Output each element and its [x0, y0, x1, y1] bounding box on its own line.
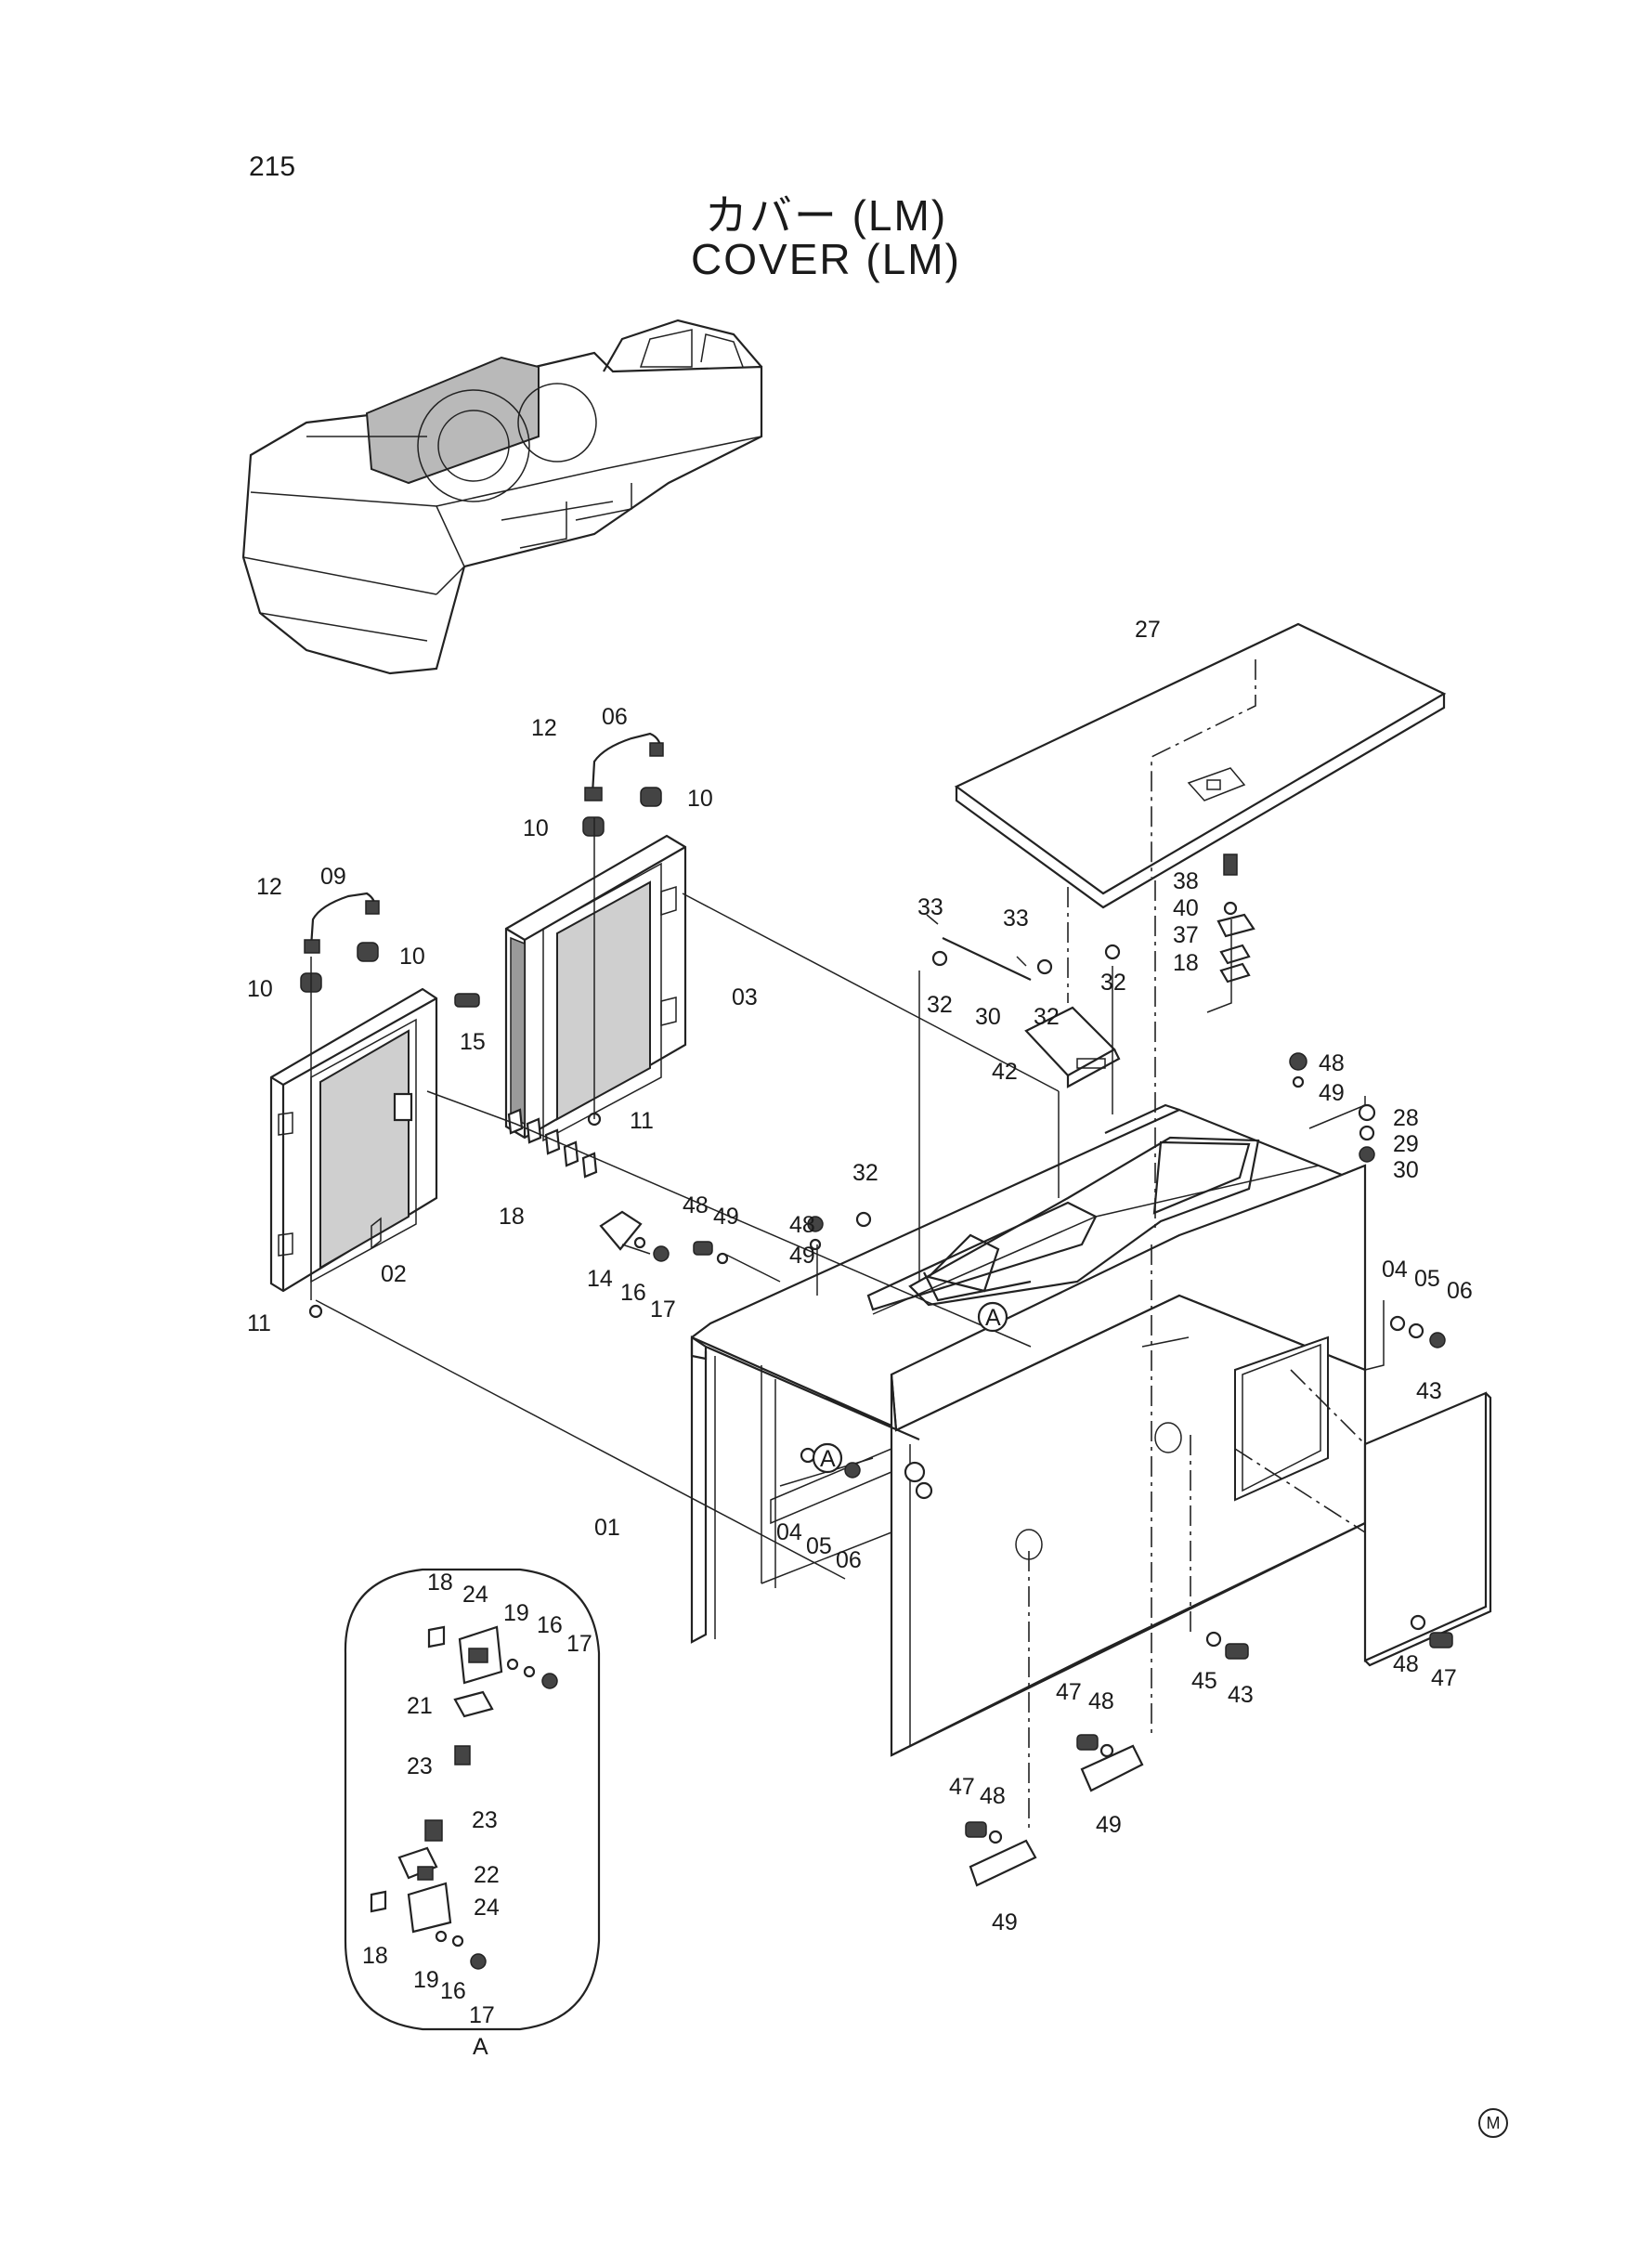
callout-46-a: 48 — [1393, 1651, 1419, 1677]
callout-05-b: 05 — [806, 1533, 832, 1559]
callout-33-a: 32 — [852, 1160, 878, 1186]
callout-45-b: 47 — [1056, 1679, 1082, 1705]
callout-24-a: 24 — [462, 1582, 488, 1608]
callout-32: 30 — [975, 1004, 1001, 1030]
callout-19-b: 19 — [413, 1967, 439, 1993]
callout-09: 09 — [320, 864, 346, 890]
callout-12-left: 12 — [256, 874, 282, 900]
callout-47-b: 49 — [992, 1909, 1018, 1935]
callout-49-b: 49 — [789, 1243, 815, 1269]
callout-08: 06 — [602, 704, 628, 730]
plate-18-strip — [507, 1108, 598, 1179]
fasteners — [308, 853, 1453, 1844]
hatch-40 — [1024, 1006, 1121, 1088]
callout-23-a: 23 — [407, 1753, 433, 1779]
handle-08 — [584, 732, 664, 801]
callout-34-b: 33 — [1003, 905, 1029, 932]
callout-41: 43 — [1228, 1682, 1254, 1708]
callout-02: 02 — [381, 1261, 407, 1287]
door-02 — [269, 987, 438, 1293]
callout-18-c: 18 — [427, 1570, 453, 1596]
callout-37: 38 — [1173, 868, 1199, 894]
callout-18-b: 18 — [1173, 950, 1199, 976]
callout-10-a: 10 — [687, 786, 713, 812]
callout-43: 43 — [1416, 1378, 1442, 1404]
callout-10-c: 10 — [399, 944, 425, 970]
callout-10-d: 10 — [247, 976, 273, 1002]
callout-14: 14 — [587, 1266, 613, 1292]
callout-48-b: 48 — [789, 1212, 815, 1238]
callout-19-a: 19 — [503, 1600, 529, 1626]
callout-01: 01 — [594, 1515, 620, 1541]
callout-circles — [812, 1301, 1008, 1474]
callout-46-c: 48 — [980, 1783, 1006, 1809]
cover-47-upper — [1080, 1744, 1144, 1792]
callout-48-a: 48 — [683, 1192, 709, 1218]
callout-16-b: 16 — [537, 1612, 563, 1638]
corner-mark: M — [1478, 2108, 1508, 2138]
title-english: COVER (LM) — [691, 235, 961, 283]
callout-49-a: 49 — [713, 1204, 739, 1230]
callout-46-b: 48 — [1088, 1688, 1114, 1714]
detail-a — [344, 1568, 601, 2031]
title-japanese: カバー (LM) — [704, 191, 948, 240]
callout-10-b: 10 — [523, 815, 549, 841]
callout-27: 27 — [1135, 617, 1161, 643]
callout-45-c: 47 — [949, 1774, 975, 1800]
callout-48-c: 48 — [1319, 1050, 1345, 1076]
callout-16-a: 16 — [620, 1280, 646, 1306]
callout-06-b: 06 — [836, 1547, 862, 1573]
callout-28: 28 — [1393, 1105, 1419, 1131]
cover-47-lower — [969, 1839, 1037, 1887]
callout-detail-a: A — [473, 2034, 488, 2060]
callout-45-a: 47 — [1431, 1665, 1457, 1691]
callout-16-c: 16 — [440, 1978, 466, 2004]
callout-17-c: 17 — [469, 2002, 495, 2028]
callout-11-a: 11 — [630, 1108, 654, 1134]
callout-04-b: 04 — [776, 1519, 802, 1545]
part-labels: 27 06 12 10 10 09 12 10 10 03 15 11 18 0… — [247, 617, 1473, 2060]
callout-23-b: 23 — [472, 1807, 498, 1833]
callout-49-c: 49 — [1319, 1080, 1345, 1106]
callout-18-d: 18 — [362, 1943, 388, 1969]
callout-05-a: 05 — [1414, 1266, 1440, 1292]
callout-17-b: 17 — [566, 1631, 592, 1657]
callout-47-a: 49 — [1096, 1812, 1122, 1838]
callout-04-a: 04 — [1382, 1257, 1408, 1283]
callout-33-b: 32 — [927, 992, 953, 1018]
callout-24-b: 24 — [474, 1895, 500, 1921]
callout-a-circle-1: A — [985, 1305, 1001, 1331]
page-number: 215 — [249, 151, 296, 182]
excavator-locator-view — [241, 319, 763, 675]
callout-34-a: 33 — [917, 894, 943, 920]
cover-43 — [1363, 1391, 1492, 1667]
callout-33-d: 32 — [1100, 970, 1126, 996]
main-frame-01 — [690, 1103, 1367, 1757]
top-cover-27 — [954, 622, 1447, 1231]
callout-18-a: 18 — [499, 1204, 525, 1230]
handle-09 — [304, 892, 380, 954]
bar-32 — [926, 914, 1032, 981]
callout-22: 22 — [474, 1862, 500, 1888]
callout-30: 30 — [1393, 1157, 1419, 1183]
callout-03: 03 — [732, 984, 758, 1010]
callout-21: 21 — [407, 1693, 433, 1719]
callout-38: 40 — [1173, 895, 1199, 921]
callout-11-b: 11 — [247, 1310, 271, 1336]
callout-a-circle-2: A — [820, 1446, 836, 1472]
callout-17-a: 17 — [650, 1296, 676, 1322]
callout-15: 15 — [460, 1029, 486, 1055]
callout-42: 45 — [1191, 1668, 1217, 1694]
guide-lines — [310, 817, 1385, 1830]
callout-36: 37 — [1173, 922, 1199, 948]
callout-40: 42 — [992, 1059, 1018, 1085]
door-03 — [504, 834, 687, 1142]
callout-29: 29 — [1393, 1131, 1419, 1157]
callout-12-top: 12 — [531, 715, 557, 741]
callout-06-a: 06 — [1447, 1278, 1473, 1304]
callout-33-c: 32 — [1034, 1004, 1060, 1030]
